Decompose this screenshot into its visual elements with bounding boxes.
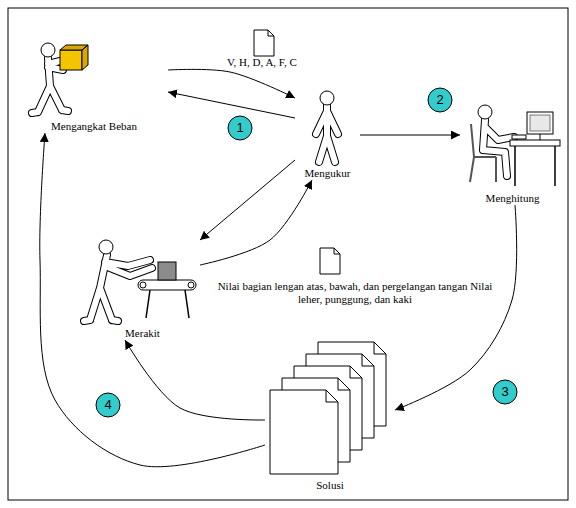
figure-node: Merakit (85, 230, 200, 340)
desk-top (510, 140, 560, 146)
figure-head (478, 105, 492, 119)
figure-limbs (84, 255, 152, 321)
figure-limbs (316, 105, 338, 162)
figure-fill (483, 120, 514, 176)
flow-arrow (360, 135, 460, 136)
node-label: Mengukur (295, 167, 360, 180)
flow-arrow (168, 69, 295, 98)
flow-arrow (40, 133, 265, 467)
flow-arrow (125, 340, 265, 420)
callout-number: 3 (493, 380, 517, 404)
callout-circle (96, 393, 120, 417)
callout-circle (228, 116, 252, 140)
node-label: Mengangkat Beban (20, 120, 168, 133)
calculating-figure (470, 105, 560, 186)
figure-head (320, 91, 334, 105)
node-caption: Solusi (265, 479, 395, 492)
desk-legs (515, 146, 555, 186)
frame-border (8, 8, 568, 500)
node-caption: Merakit (85, 327, 200, 340)
load-box-side (60, 45, 88, 70)
figure-fill (84, 255, 152, 321)
flow-arrow (200, 160, 295, 240)
figure-node: Mengukur (295, 90, 360, 180)
load-box (60, 50, 82, 70)
figure-outline (316, 105, 338, 162)
monitor (527, 112, 553, 134)
assembling-figure (84, 240, 196, 321)
figure-node: Mengangkat Beban (20, 38, 168, 133)
document-page (270, 390, 338, 474)
callout-number: 1 (228, 116, 252, 140)
document-label: Nilai bagian lengan atas, bawah, dan per… (218, 280, 493, 306)
node-label: Solusi (265, 479, 395, 492)
monitor-screen (530, 115, 550, 131)
keyboard (512, 135, 526, 139)
figure-limbs (483, 120, 514, 176)
conveyor-roller (188, 282, 194, 288)
conveyor-belt (138, 280, 196, 290)
conveyor-roller (140, 282, 146, 288)
flow-arrow (200, 180, 312, 265)
figure-outline (84, 255, 152, 321)
conveyor-legs (146, 290, 189, 318)
document-stack (270, 342, 386, 474)
node-caption: Mengangkat Beban (20, 120, 168, 133)
workpiece (158, 262, 176, 280)
document-label: V, H, D, A, F, C (207, 56, 317, 69)
flow-arrow (168, 92, 295, 118)
callout-number: 2 (428, 88, 452, 112)
callout-circle (493, 380, 517, 404)
flow-arrow (395, 205, 517, 410)
node-label: Menghitung (460, 192, 565, 205)
document-icon (320, 248, 340, 274)
node-caption: Menghitung (460, 192, 565, 205)
figure-head (99, 240, 113, 254)
figure-node: Menghitung (460, 100, 565, 205)
document-icon (254, 30, 274, 56)
lifting-figure (32, 43, 88, 113)
callout-number: 4 (96, 393, 120, 417)
callout-circle (428, 88, 452, 112)
measuring-figure (316, 91, 338, 162)
figure-node: Solusi (265, 340, 395, 492)
node-caption: Mengukur (295, 167, 360, 180)
figure-outline (483, 120, 514, 176)
figure-fill (316, 105, 338, 162)
figure-head (41, 43, 55, 57)
node-label: Merakit (85, 327, 200, 340)
monitor-stand (540, 134, 541, 140)
